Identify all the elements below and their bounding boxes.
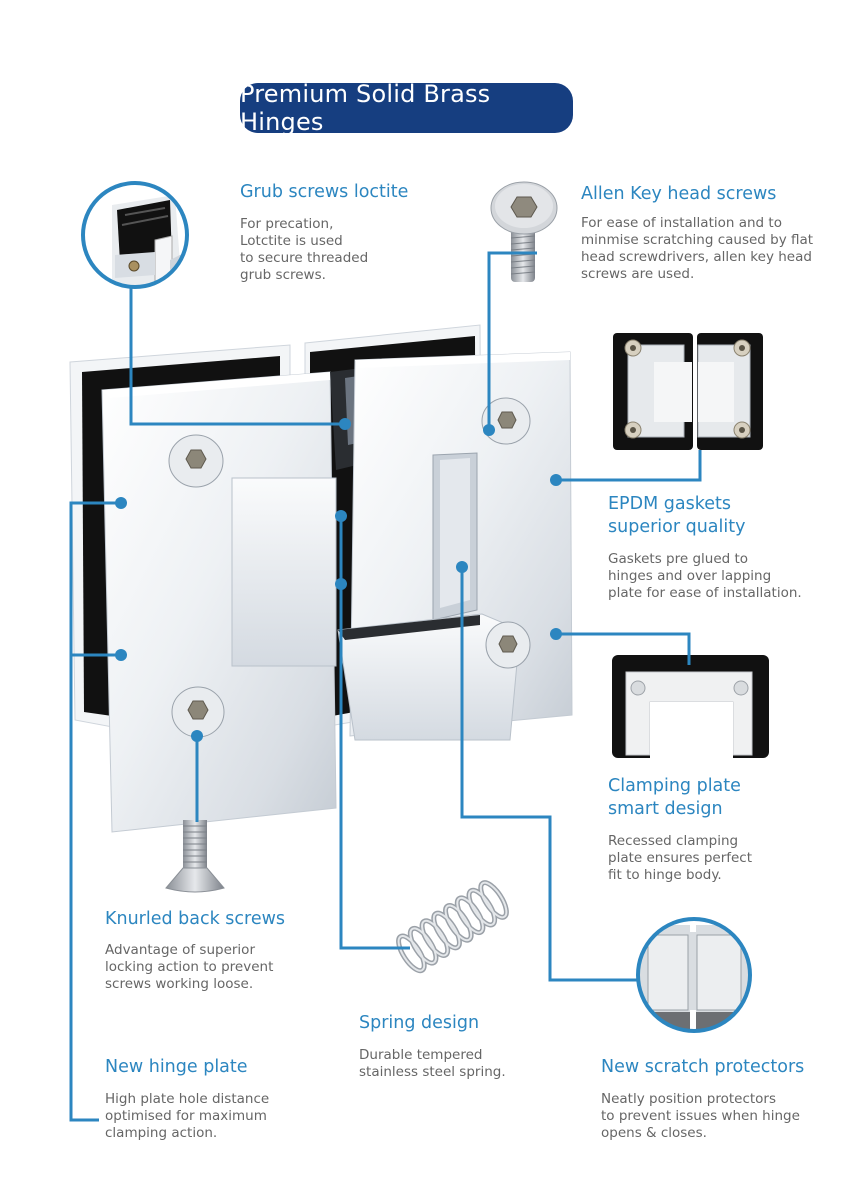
allen-key-screw-image bbox=[490, 181, 558, 282]
feature-hinge-plate: New hinge plate High plate hole distance… bbox=[105, 1056, 269, 1142]
feature-description: Neatly position protectors to prevent is… bbox=[601, 1091, 800, 1141]
page-title: Premium Solid Brass Hinges bbox=[240, 80, 573, 136]
feature-heading: New scratch protectors bbox=[601, 1057, 805, 1077]
feature-heading: Clamping plate smart design bbox=[608, 776, 741, 819]
callout-connectors bbox=[69, 251, 702, 1122]
knurled-screw-image bbox=[165, 820, 225, 893]
feature-allen-key: Allen Key head screws For ease of instal… bbox=[581, 183, 813, 283]
feature-description: Durable tempered stainless steel spring. bbox=[359, 1047, 506, 1080]
feature-description: Advantage of superior locking action to … bbox=[105, 942, 274, 992]
feature-clamping-plate: Clamping plate smart design Recessed cla… bbox=[608, 775, 752, 884]
feature-description: Gaskets pre glued to hinges and over lap… bbox=[608, 551, 802, 601]
feature-heading: Spring design bbox=[359, 1013, 480, 1033]
feature-scratch-protectors: New scratch protectors Neatly position p… bbox=[601, 1056, 804, 1142]
feature-description: For precation, Lotctite is used to secur… bbox=[240, 216, 369, 283]
feature-heading: Grub screws loctite bbox=[240, 182, 409, 202]
clamping-plate-image bbox=[612, 655, 769, 758]
feature-heading: Knurled back screws bbox=[105, 909, 286, 929]
grub-screw-closeup-image bbox=[81, 181, 189, 289]
callout-dots bbox=[115, 418, 562, 742]
feature-heading: New hinge plate bbox=[105, 1057, 248, 1077]
epdm-gasket-image bbox=[613, 333, 763, 450]
feature-description: High plate hole distance optimised for m… bbox=[105, 1091, 270, 1141]
feature-epdm-gaskets: EPDM gaskets superior quality Gaskets pr… bbox=[608, 493, 802, 602]
spring-image bbox=[396, 880, 509, 974]
feature-description: Recessed clamping plate ensures perfect … bbox=[608, 833, 753, 883]
feature-spring: Spring design Durable tempered stainless… bbox=[359, 1012, 506, 1081]
feature-knurled-screws: Knurled back screws Advantage of superio… bbox=[105, 908, 285, 993]
feature-heading: EPDM gaskets superior quality bbox=[608, 494, 746, 537]
feature-grub-screws: Grub screws loctite For precation, Lotct… bbox=[240, 181, 408, 284]
glass-door-hinge-image bbox=[69, 324, 573, 833]
feature-heading: Allen Key head screws bbox=[581, 184, 777, 204]
scratch-protector-closeup-image bbox=[636, 917, 752, 1033]
feature-description: For ease of installation and to minmise … bbox=[581, 215, 814, 282]
